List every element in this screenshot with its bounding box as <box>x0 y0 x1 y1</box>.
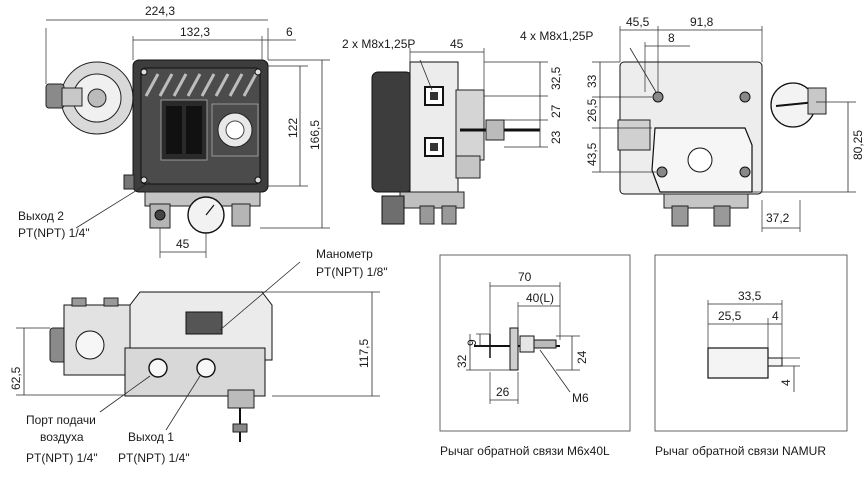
m6-lever-panel: 70 40(L) 9 32 24 26 M6 Рычаг обратной св… <box>439 254 631 458</box>
dim-rear-bottom: 37,2 <box>766 211 790 225</box>
bottom-gauge <box>185 311 223 335</box>
front-fins <box>144 73 258 97</box>
label-output1-thread: PT(NPT) 1/4" <box>118 451 190 465</box>
dim-front-offset: 6 <box>286 25 293 39</box>
front-view: 224,3 132,3 6 122 166,5 45 Выход 2 PT(NP… <box>18 4 330 258</box>
dim-side-v1: 32,5 <box>549 66 563 90</box>
label-supply-title-1: Порт подачи <box>26 413 96 427</box>
bottom-manifold <box>124 347 266 397</box>
m6-lever-plate <box>509 327 519 371</box>
dim-front-gauge-pitch: 45 <box>176 237 190 251</box>
label-output2-thread: PT(NPT) 1/4" <box>18 226 90 240</box>
label-output2-title: Выход 2 <box>18 209 64 223</box>
dim-rear-thread: 4 x M8x1,25P <box>520 29 593 43</box>
dim-rear-v1: 33 <box>585 74 599 88</box>
m6-dims <box>466 282 580 404</box>
m6-frame <box>439 254 631 432</box>
dim-namur-h: 4 <box>779 379 793 386</box>
dim-m6-len: 40(L) <box>526 291 554 305</box>
namur-dims <box>707 300 800 392</box>
bottom-output1-port <box>196 358 216 378</box>
bottom-supply-port <box>148 358 168 378</box>
dim-rear-w2: 91,8 <box>690 15 714 29</box>
front-left-neck <box>61 87 83 107</box>
dim-side-thread: 2 x M8x1,25P <box>342 37 415 51</box>
rear-bolt-4 <box>739 166 751 178</box>
dim-side-v3: 23 <box>549 130 563 144</box>
dim-rear-v2: 26,5 <box>585 98 599 122</box>
dim-namur-total: 33,5 <box>738 289 762 303</box>
front-dims <box>45 19 330 258</box>
bottom-dims <box>16 261 380 431</box>
side-plate <box>409 61 459 195</box>
dim-m6-total: 70 <box>518 270 532 284</box>
dim-m6-v1: 9 <box>465 339 479 346</box>
dim-side-width: 45 <box>450 37 464 51</box>
dim-bottom-height: 117,5 <box>357 339 371 368</box>
caption-m6: Рычаг обратной связи M6x40L <box>440 444 610 458</box>
front-screw-bl <box>140 176 148 184</box>
rear-bolt-2 <box>739 91 751 103</box>
dim-namur-w2: 4 <box>772 309 779 323</box>
dim-bottom-left: 62,5 <box>9 366 23 390</box>
side-view: 2 x M8x1,25P 45 32,5 27 23 <box>342 37 563 225</box>
label-manometer-thread: PT(NPT) 1/8" <box>316 265 388 279</box>
front-screw-br <box>254 176 262 184</box>
dim-side-v2: 27 <box>549 104 563 118</box>
bottom-view: 117,5 62,5 Манометр PT(NPT) 1/8" Порт по… <box>9 247 388 465</box>
rear-view: 4 x M8x1,25P 45,5 91,8 8 33 26,5 43,5 80… <box>520 15 865 232</box>
front-screw-tl <box>140 68 148 76</box>
dim-rear-v4: 80,25 <box>851 130 865 160</box>
dim-rear-w3: 8 <box>668 31 675 45</box>
front-left-port <box>45 83 65 109</box>
label-manometer-title: Манометр <box>316 247 373 261</box>
dim-front-height-total: 166,5 <box>308 120 322 150</box>
side-back-shell <box>371 71 413 193</box>
rear-bolt-1 <box>652 91 664 103</box>
label-output1-title: Выход 1 <box>128 430 174 444</box>
namur-lever-panel: 33,5 25,5 4 4 Рычаг обратной связи NAMUR <box>654 254 848 458</box>
dim-front-height-cover: 122 <box>286 118 300 138</box>
rear-bolt-3 <box>656 166 668 178</box>
side-shaft-block <box>455 89 485 161</box>
label-supply-thread: PT(NPT) 1/4" <box>26 451 98 465</box>
dim-front-width-total: 224,3 <box>145 4 175 18</box>
label-supply-title-2: воздуха <box>40 430 84 444</box>
front-screw-tr <box>254 68 262 76</box>
dim-namur-w1: 25,5 <box>718 309 742 323</box>
front-left-cover-hub <box>87 88 107 108</box>
dim-m6-v2: 32 <box>455 354 469 368</box>
namur-pin <box>767 357 783 367</box>
side-dims <box>409 48 548 148</box>
dim-m6-bottom: 26 <box>496 385 510 399</box>
dim-rear-w1: 45,5 <box>626 15 650 29</box>
dim-m6-thread: M6 <box>572 391 589 405</box>
dim-m6-v3: 24 <box>575 350 589 364</box>
dim-front-width-body: 132,3 <box>180 25 210 39</box>
dim-rear-v3: 43,5 <box>585 142 599 166</box>
namur-block <box>707 347 769 379</box>
namur-frame <box>654 254 848 432</box>
caption-namur: Рычаг обратной связи NAMUR <box>655 444 826 458</box>
rear-dims <box>592 26 856 232</box>
